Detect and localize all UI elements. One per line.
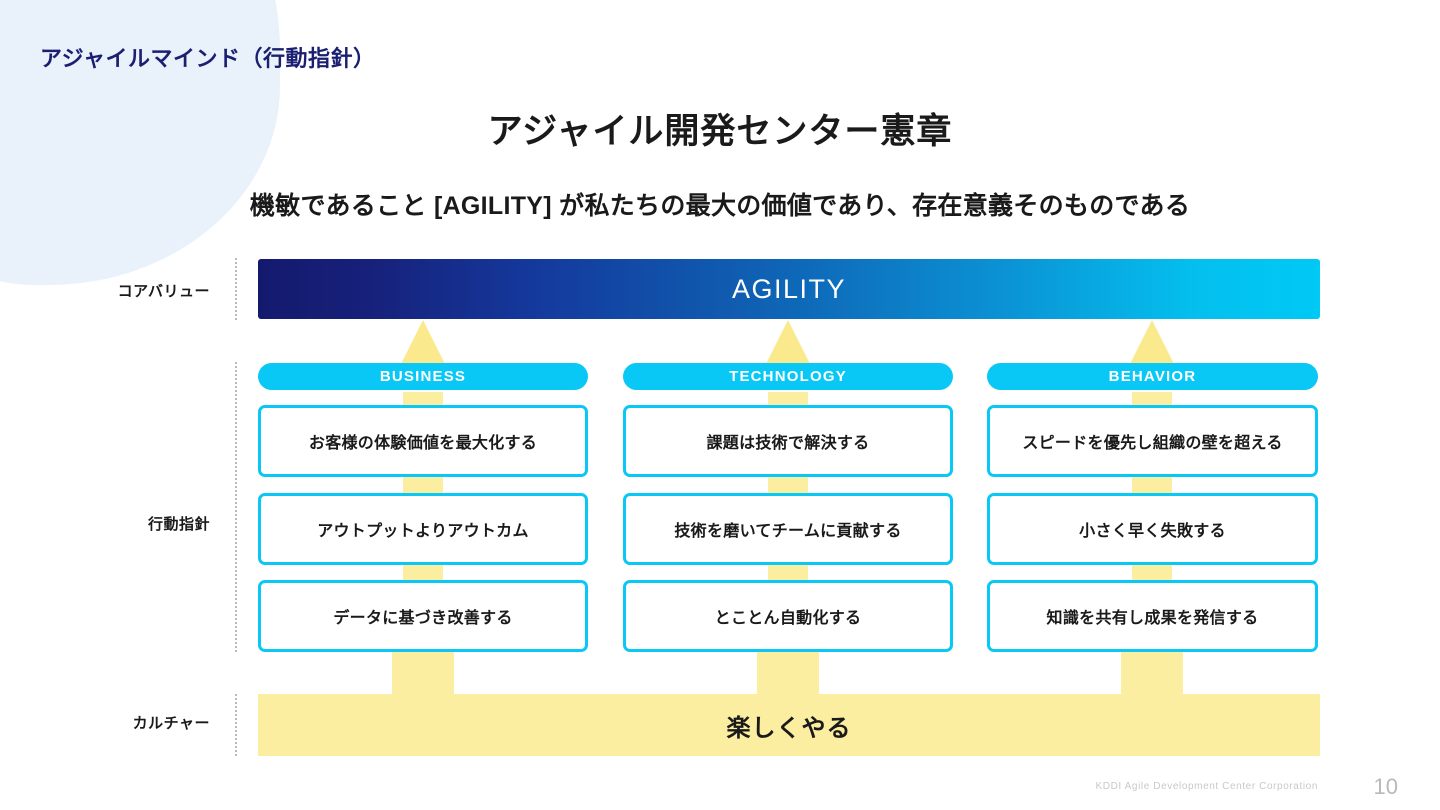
row-label-core-value: コアバリュー [117, 283, 210, 300]
dotted-divider-guideline [235, 362, 237, 652]
culture-bar-label: 楽しくやる [726, 714, 852, 742]
agility-banner-label: AGILITY [731, 273, 847, 304]
column-pill-technology[interactable]: TECHNOLOGY [623, 363, 953, 390]
page-header-title: アジャイルマインド（行動指針） [40, 46, 376, 71]
guideline-card-label: お客様の体験価値を最大化する [308, 435, 538, 452]
guideline-card-label: 小さく早く失敗する [1079, 523, 1226, 540]
column-pill-behavior-label: BEHAVIOR [1108, 368, 1197, 385]
guideline-card[interactable]: アウトプットよりアウトカム [258, 493, 588, 565]
footer-corporation: KDDI Agile Development Center Corporatio… [1095, 781, 1318, 792]
column-pill-business[interactable]: BUSINESS [258, 363, 588, 390]
guideline-card[interactable]: お客様の体験価値を最大化する [258, 405, 588, 477]
guideline-card-label: とことん自動化する [714, 610, 862, 627]
guideline-card[interactable]: とことん自動化する [623, 580, 953, 652]
row-label-culture: カルチャー [132, 715, 210, 732]
guideline-card-label: アウトプットよりアウトカム [317, 523, 529, 540]
guideline-card[interactable]: 小さく早く失敗する [987, 493, 1318, 565]
guideline-card-label: 技術を磨いてチームに貢献する [674, 523, 902, 540]
guideline-card[interactable]: スピードを優先し組織の壁を超える [987, 405, 1318, 477]
guideline-card[interactable]: 課題は技術で解決する [623, 405, 953, 477]
agility-banner: AGILITY [258, 259, 1320, 319]
column-pill-business-label: BUSINESS [379, 368, 467, 385]
guideline-card-label: データに基づき改善する [333, 610, 513, 627]
guideline-card-label: 知識を共有し成果を発信する [1046, 610, 1259, 627]
culture-bar: 楽しくやる [258, 694, 1320, 756]
guideline-card-label: 課題は技術で解決する [706, 435, 870, 452]
guideline-card-label: スピードを優先し組織の壁を超える [1022, 435, 1283, 452]
column-pill-technology-label: TECHNOLOGY [729, 368, 847, 385]
dotted-divider-core-value [235, 258, 237, 320]
sub-title: 機敏であること [AGILITY] が私たちの最大の価値であり、存在意義そのもの… [249, 192, 1191, 220]
row-label-guideline: 行動指針 [147, 516, 210, 533]
column-pill-behavior[interactable]: BEHAVIOR [987, 363, 1318, 390]
guideline-card[interactable]: 知識を共有し成果を発信する [987, 580, 1318, 652]
guideline-card[interactable]: データに基づき改善する [258, 580, 588, 652]
guideline-card[interactable]: 技術を磨いてチームに貢献する [623, 493, 953, 565]
footer-page-number: 10 [1373, 774, 1398, 799]
main-title: アジャイル開発センター憲章 [487, 112, 953, 151]
dotted-divider-culture [235, 694, 237, 756]
